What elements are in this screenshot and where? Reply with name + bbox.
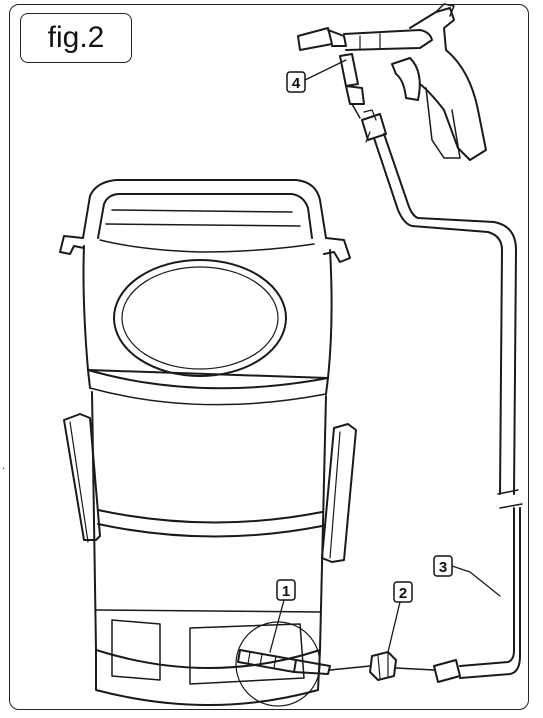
callout-4-text: 4 [292, 75, 301, 92]
gun-trigger [391, 57, 421, 101]
hose-coupling [361, 113, 387, 141]
hopper-base [95, 649, 321, 669]
gun-barrel [343, 29, 433, 51]
gun-nozzle [297, 27, 333, 51]
hose-connector [433, 659, 461, 683]
hose-lower [459, 507, 515, 667]
fitting-1-nipple [237, 649, 331, 675]
hopper-handle [82, 179, 327, 239]
right-bracket [321, 423, 357, 563]
figure-label: fig.2 [20, 13, 132, 63]
left-bracket [63, 413, 101, 541]
fitting-2-nut [329, 651, 397, 681]
base-opening [111, 619, 161, 681]
callout-3-text: 3 [439, 559, 447, 576]
gun-inlet [339, 53, 359, 87]
hopper-top-body [82, 245, 333, 379]
hopper-window [113, 259, 287, 377]
hose-upper [373, 137, 503, 495]
hopper-cylinder [91, 391, 97, 651]
stray-mark: . [2, 458, 6, 472]
right-hook [323, 237, 351, 263]
hose-assembly [361, 109, 523, 683]
callout-4: 4 [286, 59, 347, 93]
gun-handle [409, 7, 487, 161]
blast-gun [297, 3, 487, 161]
callout-3: 3 [433, 555, 501, 597]
callout-1: 1 [269, 579, 296, 653]
callout-2: 2 [387, 581, 413, 653]
callout-1-text: 1 [282, 583, 290, 600]
hopper-tank [59, 179, 357, 707]
left-hook [59, 235, 85, 255]
callout-2-text: 2 [399, 585, 407, 602]
